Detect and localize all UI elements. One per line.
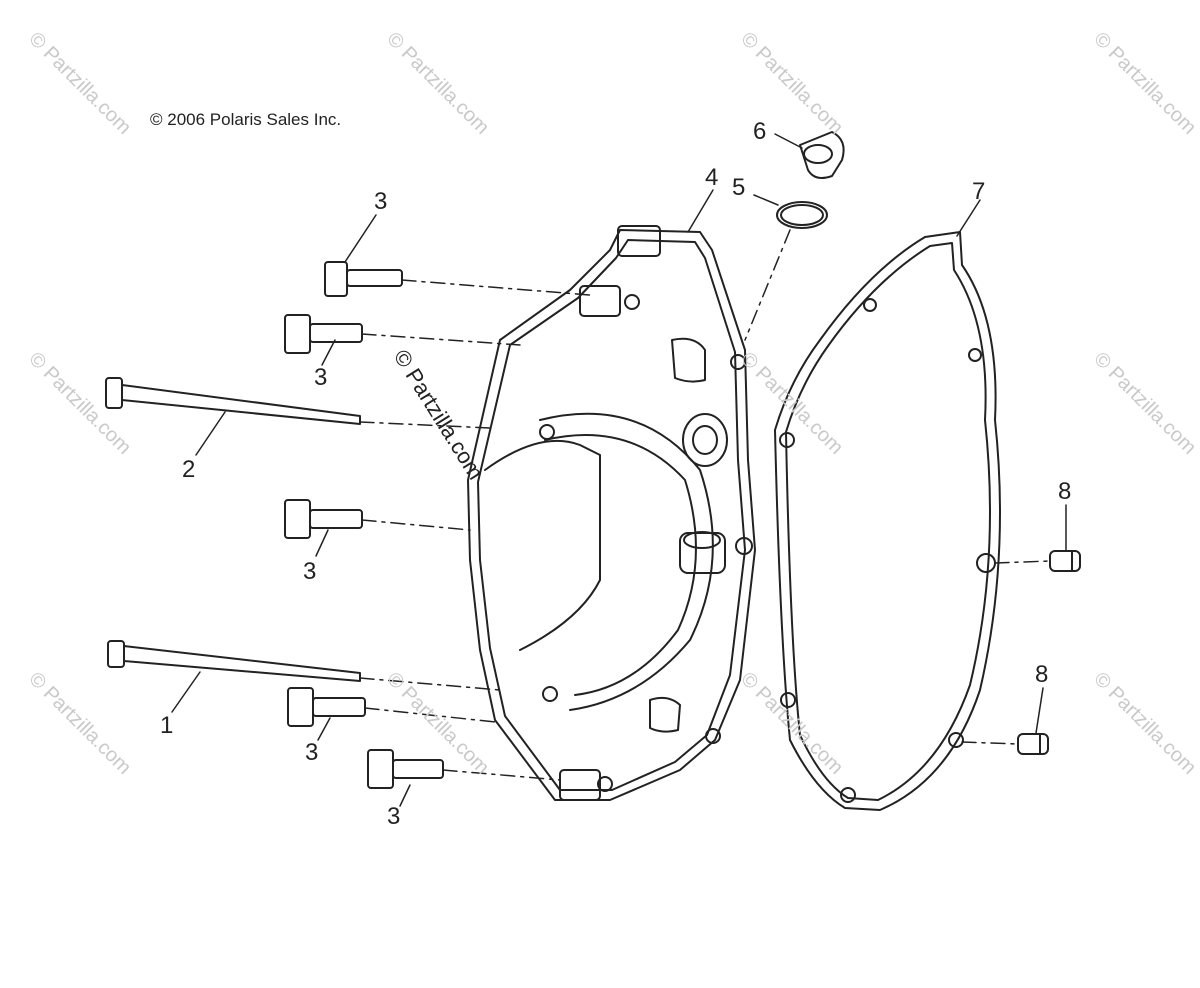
- copyright-notice: © 2006 Polaris Sales Inc.: [150, 110, 342, 129]
- callout-3: 3: [314, 364, 328, 391]
- long-bolt-2: [105, 377, 361, 425]
- callout-3: 3: [387, 803, 401, 830]
- leader-lines: [171, 133, 1067, 807]
- flange-bolt-a: [324, 261, 403, 297]
- alignment-lines: [359, 229, 1051, 781]
- callout-3: 3: [305, 739, 319, 766]
- crankcase-cover: [467, 225, 756, 801]
- callout-7: 7: [972, 178, 986, 205]
- flange-bolt-b: [284, 314, 363, 354]
- long-bolt-1: [107, 640, 361, 682]
- callout-4: 4: [705, 164, 719, 191]
- o-ring: [776, 201, 828, 229]
- flange-bolt-c: [284, 499, 363, 539]
- flange-bolt-e: [367, 749, 444, 789]
- callout-2: 2: [182, 456, 196, 483]
- callout-3: 3: [374, 188, 388, 215]
- callout-6: 6: [753, 118, 767, 145]
- callout-5: 5: [732, 174, 746, 201]
- oil-fill-plug: [799, 131, 845, 179]
- dowel-pin-lower: [1017, 733, 1049, 755]
- cover-gasket: [774, 231, 1001, 811]
- flange-bolt-d: [287, 687, 366, 727]
- callout-8: 8: [1058, 478, 1072, 505]
- callout-1: 1: [160, 712, 174, 739]
- callout-3: 3: [303, 558, 317, 585]
- callout-8: 8: [1035, 661, 1049, 688]
- dowel-pin-upper: [1049, 550, 1081, 572]
